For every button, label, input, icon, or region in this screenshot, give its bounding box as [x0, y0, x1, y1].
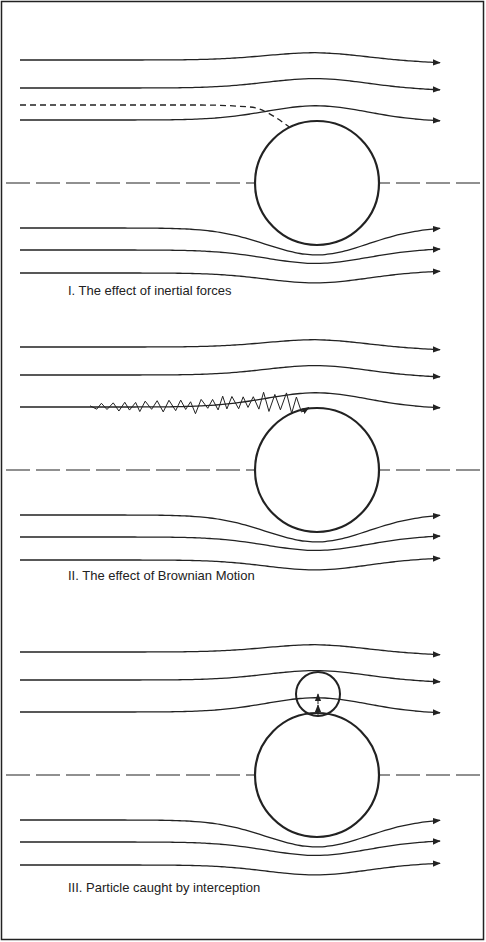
particle-circle [296, 672, 340, 716]
center-line [6, 469, 484, 470]
center-line [6, 182, 484, 183]
streamline [20, 228, 440, 255]
streamline [20, 820, 440, 847]
streamline [20, 340, 440, 350]
streamline [20, 645, 440, 655]
particle-trajectory [20, 105, 289, 127]
streamline [20, 366, 440, 377]
contact-arrow [318, 705, 319, 715]
caption: I. The effect of inertial forces [68, 283, 232, 299]
fiber-circle [255, 121, 379, 245]
streamline [20, 863, 440, 875]
center-line [6, 774, 484, 775]
flow-panel [6, 645, 484, 875]
streamline [20, 536, 440, 550]
fiber-circle [255, 408, 379, 532]
streamline [20, 515, 440, 542]
streamline [20, 249, 440, 263]
flow-panel [6, 340, 484, 570]
streamline [20, 698, 440, 713]
streamline [20, 53, 440, 63]
streamline [20, 106, 440, 121]
streamline [20, 79, 440, 90]
streamline [20, 271, 440, 283]
fiber-circle [255, 713, 379, 837]
streamline [20, 671, 440, 682]
caption: III. Particle caught by interception [68, 880, 260, 896]
contact-arrow [318, 694, 319, 704]
brownian-path [90, 392, 309, 413]
flow-panel [6, 53, 484, 283]
streamline [20, 841, 440, 855]
caption: II. The effect of Brownian Motion [68, 568, 255, 584]
